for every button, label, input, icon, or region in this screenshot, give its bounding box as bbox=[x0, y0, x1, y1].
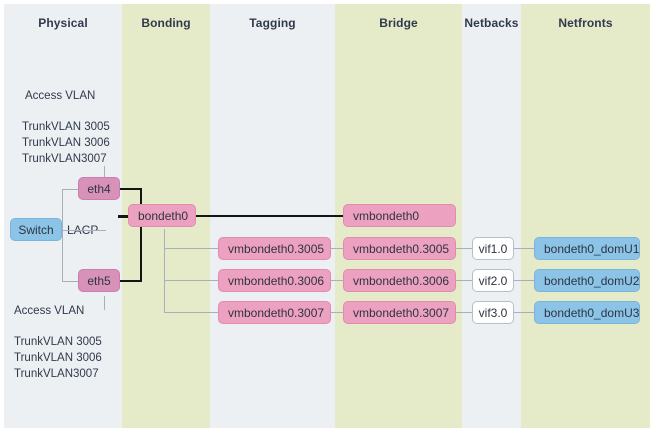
annotation-bottom-trunk-3006: TrunkVLAN 3006 bbox=[14, 352, 102, 364]
node-netfront-domu3[interactable]: bondeth0_domU3 bbox=[534, 301, 640, 324]
connector-bondeth0-to-vmbondeth0 bbox=[194, 215, 346, 217]
connector-bridge-to-vif1 bbox=[455, 248, 473, 249]
annotation-top-trunk-3005: TrunkVLAN 3005 bbox=[22, 121, 110, 133]
node-switch[interactable]: Switch bbox=[10, 218, 62, 241]
node-bridge-vmbondeth0-3007[interactable]: vmbondeth0.3007 bbox=[343, 301, 456, 324]
connector-bondeth0-to-tag-3007 bbox=[164, 312, 219, 313]
annotation-top-trunk-3006: TrunkVLAN 3006 bbox=[22, 137, 110, 149]
column-header-bonding: Bonding bbox=[141, 16, 191, 30]
column-header-netfronts: Netfronts bbox=[558, 16, 613, 30]
lane-netfronts bbox=[521, 4, 650, 428]
column-header-physical: Physical bbox=[38, 16, 88, 30]
node-bridge-vmbondeth0-3006[interactable]: vmbondeth0.3006 bbox=[343, 269, 456, 292]
connector-bondeth0-trunk bbox=[164, 229, 165, 313]
node-netback-vif2[interactable]: vif2.0 bbox=[472, 269, 514, 292]
connector-eth5-to-vlan bbox=[104, 296, 105, 310]
node-netback-vif1[interactable]: vif1.0 bbox=[472, 237, 514, 260]
column-header-tagging: Tagging bbox=[249, 16, 296, 30]
connector-tag-to-bridge-3005 bbox=[330, 248, 344, 249]
column-header-netbacks: Netbacks bbox=[464, 16, 519, 30]
connector-switch-to-eth5 bbox=[62, 281, 78, 282]
lane-physical bbox=[4, 4, 122, 428]
annotation-top-trunk-3007: TrunkVLAN3007 bbox=[22, 153, 107, 165]
connector-bondeth0-to-tag-3006 bbox=[164, 280, 219, 281]
node-eth5[interactable]: eth5 bbox=[78, 269, 120, 292]
annotation-top-access-vlan: Access VLAN bbox=[25, 90, 96, 102]
connector-eth5-bond-h bbox=[118, 280, 142, 282]
connector-switch-to-eth4 bbox=[62, 189, 78, 190]
connector-bondeth0-to-tag-3005 bbox=[164, 248, 219, 249]
node-tagging-vmbondeth0-3005[interactable]: vmbondeth0.3005 bbox=[218, 237, 331, 260]
node-bridge-vmbondeth0-3005[interactable]: vmbondeth0.3005 bbox=[343, 237, 456, 260]
connector-switch-stem bbox=[62, 230, 106, 231]
connector-vif3-to-domu3 bbox=[513, 312, 535, 313]
connector-vif1-to-domu1 bbox=[513, 248, 535, 249]
connector-switch-riser bbox=[62, 189, 63, 281]
node-netfront-domu2[interactable]: bondeth0_domU2 bbox=[534, 269, 640, 292]
node-eth4[interactable]: eth4 bbox=[78, 177, 120, 200]
connector-eth4-bond-h bbox=[118, 188, 142, 190]
annotation-bottom-access-vlan: Access VLAN bbox=[14, 305, 85, 317]
connector-bridge-to-vif3 bbox=[455, 312, 473, 313]
connector-vif2-to-domu2 bbox=[513, 280, 535, 281]
node-tagging-vmbondeth0-3006[interactable]: vmbondeth0.3006 bbox=[218, 269, 331, 292]
connector-eth4-bond-v bbox=[140, 188, 142, 215]
node-bridge-vmbondeth0[interactable]: vmbondeth0 bbox=[343, 204, 456, 227]
connector-vlan-to-eth4 bbox=[104, 166, 105, 180]
column-header-bridge: Bridge bbox=[379, 16, 418, 30]
node-tagging-vmbondeth0-3007[interactable]: vmbondeth0.3007 bbox=[218, 301, 331, 324]
connector-eth5-bond-v bbox=[140, 216, 142, 282]
connector-bridge-to-vif2 bbox=[455, 280, 473, 281]
connector-tag-to-bridge-3006 bbox=[330, 280, 344, 281]
connector-tag-to-bridge-3007 bbox=[330, 312, 344, 313]
node-netback-vif3[interactable]: vif3.0 bbox=[472, 301, 514, 324]
node-bondeth0[interactable]: bondeth0 bbox=[128, 204, 196, 227]
annotation-bottom-trunk-3005: TrunkVLAN 3005 bbox=[14, 336, 102, 348]
lane-netbacks bbox=[462, 4, 521, 428]
annotation-bottom-trunk-3007: TrunkVLAN3007 bbox=[14, 368, 99, 380]
node-netfront-domu1[interactable]: bondeth0_domU1 bbox=[534, 237, 640, 260]
